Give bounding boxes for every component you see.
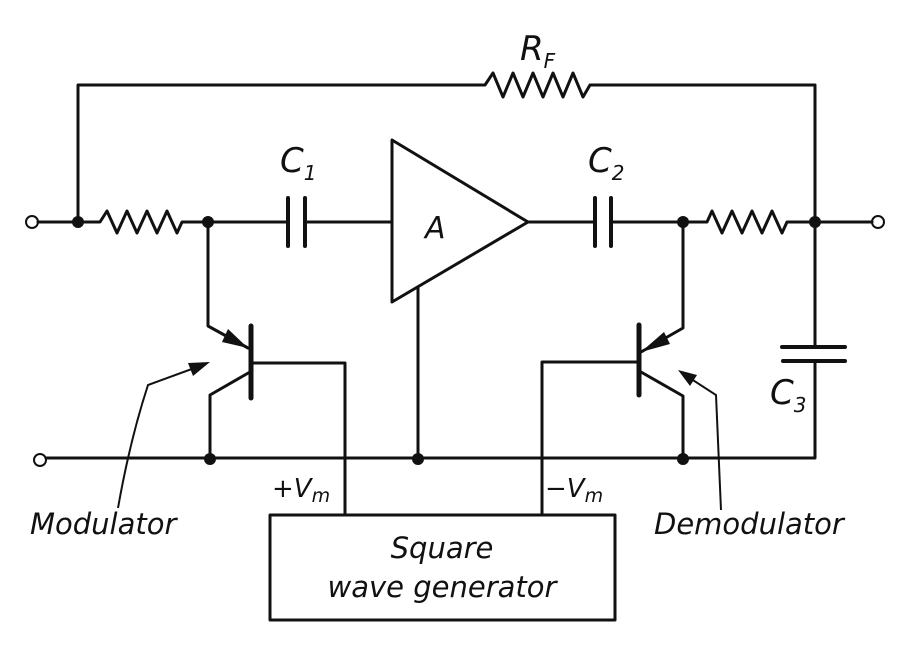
modulator-pointer bbox=[117, 365, 201, 509]
demodulator-pointer-head bbox=[678, 370, 697, 386]
modulator-collector bbox=[208, 370, 252, 460]
demodulator-pointer bbox=[681, 372, 722, 511]
square-wave-generator-box bbox=[268, 513, 617, 622]
demodulator-base-wire bbox=[540, 360, 641, 517]
modulator-label: Modulator bbox=[30, 507, 178, 541]
output-resistor bbox=[609, 209, 874, 235]
modulator-base-wire bbox=[249, 361, 347, 517]
feedback-wire bbox=[76, 71, 817, 349]
c3-ground-wire bbox=[44, 359, 817, 460]
input-terminal-top bbox=[25, 215, 39, 229]
demodulator-emitter-arrow bbox=[641, 332, 670, 352]
c1-label: C1 bbox=[280, 141, 316, 185]
modulator-pointer-head bbox=[188, 362, 210, 376]
demodulator-label: Demodulator bbox=[654, 507, 846, 541]
rf-label: RF bbox=[520, 29, 556, 73]
input-resistor bbox=[36, 209, 290, 235]
demodulator-emitter bbox=[639, 220, 685, 354]
c2-label: C2 bbox=[588, 141, 624, 185]
c3-label: C3 bbox=[770, 373, 806, 417]
modulator-emitter-arrow bbox=[222, 329, 248, 348]
amplifier-label: A bbox=[423, 211, 446, 246]
demodulator-collector bbox=[639, 370, 685, 460]
generator-label-line1: Square bbox=[391, 531, 494, 565]
plus-vm-label: +Vm bbox=[272, 474, 330, 507]
minus-vm-label: −Vm bbox=[545, 474, 603, 507]
input-terminal-bottom bbox=[33, 453, 47, 467]
output-terminal bbox=[871, 215, 885, 229]
amplifier-triangle bbox=[390, 138, 530, 304]
generator-label-line2: wave generator bbox=[328, 570, 559, 604]
junction-dots bbox=[72, 216, 821, 465]
